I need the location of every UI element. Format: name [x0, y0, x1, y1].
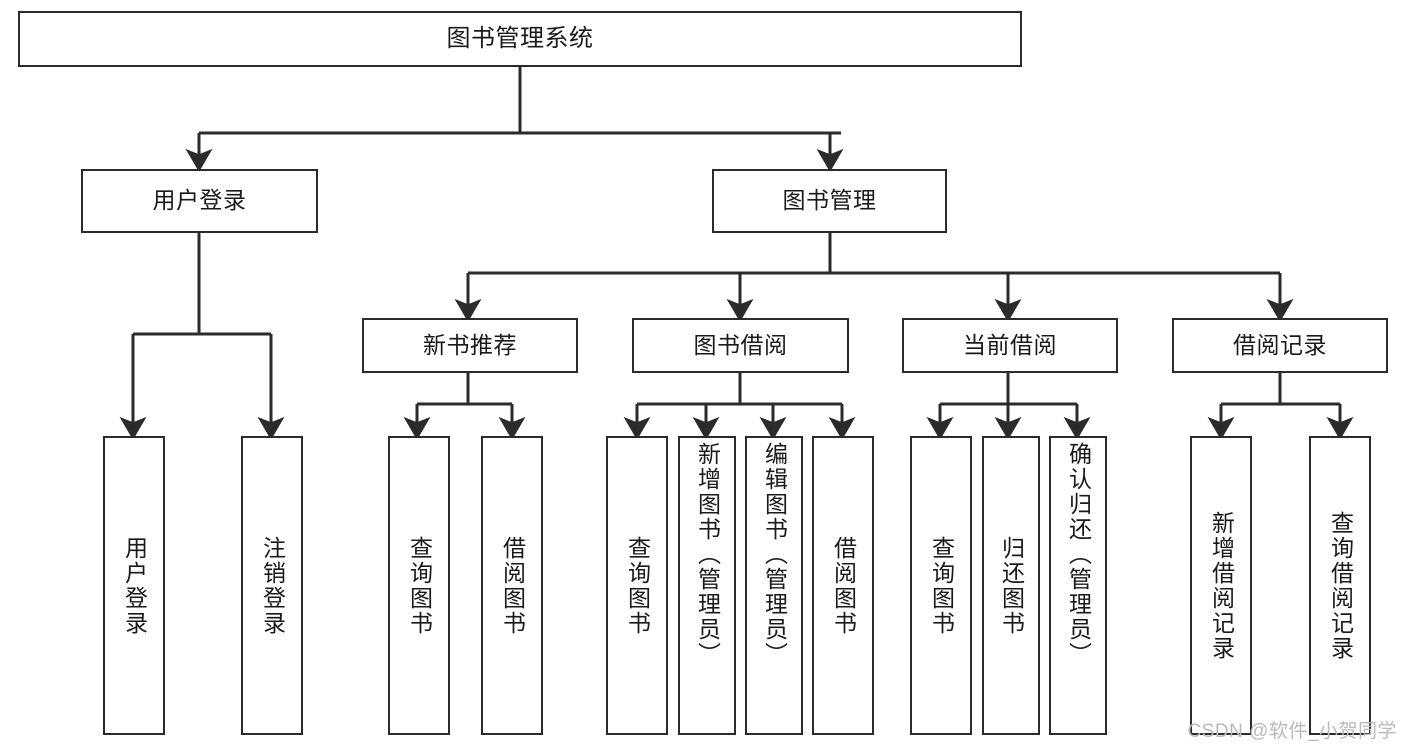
leaf-query-book-current[interactable]: 查询图书 — [910, 436, 972, 735]
node-label: 新增图书（管理员） — [694, 442, 721, 667]
node-book-management[interactable]: 图书管理 — [712, 169, 947, 233]
node-label: 当前借阅 — [963, 331, 1057, 358]
node-label: 图书管理系统 — [446, 24, 594, 52]
leaf-borrow-book-action[interactable]: 借阅图书 — [812, 436, 874, 735]
node-label: 查询图书 — [406, 535, 433, 636]
watermark-text: CSDN @软件_小贺同学 — [1187, 721, 1397, 742]
leaf-add-borrow-record[interactable]: 新增借阅记录 — [1190, 436, 1252, 735]
node-label: 借阅图书 — [499, 535, 526, 636]
node-label: 图书管理 — [782, 187, 877, 214]
leaf-query-book-borrow[interactable]: 查询图书 — [606, 436, 668, 735]
leaf-user-logout[interactable]: 注销登录 — [241, 436, 303, 735]
node-label: 确认归还（管理员） — [1065, 442, 1092, 667]
node-book-borrowing[interactable]: 图书借阅 — [632, 318, 849, 373]
node-label: 图书借阅 — [693, 331, 788, 358]
leaf-query-book-rec[interactable]: 查询图书 — [388, 436, 450, 735]
node-label: 用户登录 — [152, 187, 247, 214]
node-label: 归还图书 — [998, 535, 1025, 636]
node-label: 查询图书 — [928, 535, 955, 636]
node-label: 新增借阅记录 — [1208, 510, 1235, 661]
leaf-confirm-return-admin[interactable]: 确认归还（管理员） — [1049, 436, 1107, 735]
leaf-return-book[interactable]: 归还图书 — [982, 436, 1040, 735]
node-label: 用户登录 — [121, 535, 148, 636]
node-new-book-recommendation[interactable]: 新书推荐 — [362, 318, 578, 373]
leaf-borrow-book-rec[interactable]: 借阅图书 — [481, 436, 543, 735]
leaf-query-borrow-record[interactable]: 查询借阅记录 — [1309, 436, 1371, 735]
node-label: 编辑图书（管理员） — [761, 442, 788, 667]
leaf-user-login-action[interactable]: 用户登录 — [103, 436, 165, 735]
node-label: 查询图书 — [624, 535, 651, 636]
node-label: 注销登录 — [259, 535, 286, 636]
node-current-borrowing[interactable]: 当前借阅 — [902, 318, 1118, 373]
node-label: 查询借阅记录 — [1327, 510, 1354, 661]
node-user-login[interactable]: 用户登录 — [81, 169, 318, 233]
leaf-add-book-admin[interactable]: 新增图书（管理员） — [678, 436, 736, 735]
node-label: 新书推荐 — [423, 331, 517, 358]
node-label: 借阅图书 — [830, 535, 857, 636]
node-root-system[interactable]: 图书管理系统 — [18, 11, 1022, 67]
leaf-edit-book-admin[interactable]: 编辑图书（管理员） — [745, 436, 803, 735]
node-label: 借阅记录 — [1233, 331, 1327, 358]
node-borrowing-record[interactable]: 借阅记录 — [1172, 318, 1388, 373]
